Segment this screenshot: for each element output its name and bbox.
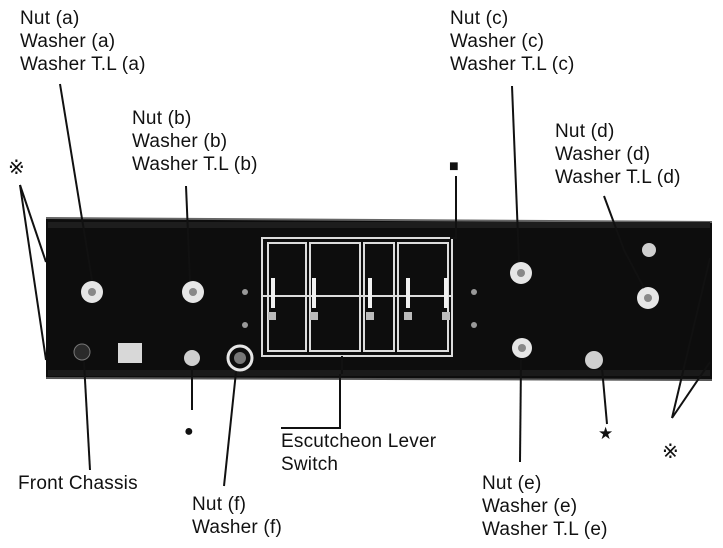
- nut-d-part: [637, 287, 659, 309]
- nut-f-part: [226, 344, 254, 372]
- nut-b-part: [182, 281, 204, 303]
- reference-mark-left: ※: [8, 157, 25, 179]
- square-mark: ■: [449, 158, 459, 175]
- star-mark: ★: [598, 424, 614, 443]
- hardware: [73, 243, 659, 372]
- dot-screw: [184, 350, 200, 366]
- nut-f-label: Nut (f)Washer (f): [192, 494, 282, 538]
- nut-e-part: [512, 338, 532, 358]
- nut-e-label: Nut (e)Washer (e)Washer T.L (e): [482, 473, 608, 540]
- front-chassis-panel: [45, 217, 713, 381]
- nut-c-label: Nut (c)Washer (c)Washer T.L (c): [450, 8, 575, 75]
- nut-a-part: [81, 281, 103, 303]
- chassis-screw: [73, 343, 91, 361]
- upper-right-screw: [642, 243, 656, 257]
- nut-c-part: [510, 262, 532, 284]
- front-chassis-label: Front Chassis: [18, 473, 138, 494]
- chassis-tab: [118, 343, 142, 363]
- nut-a-label: Nut (a)Washer (a)Washer T.L (a): [20, 8, 146, 75]
- lever-switches: [268, 278, 450, 320]
- reference-mark-right: ※: [662, 441, 679, 463]
- star-screw: [585, 351, 603, 369]
- dot-mark: ●: [184, 423, 194, 440]
- nut-d-label: Nut (d)Washer (d)Washer T.L (d): [555, 121, 681, 188]
- nut-b-label: Nut (b)Washer (b)Washer T.L (b): [132, 108, 258, 175]
- leader-lines: [19, 83, 711, 487]
